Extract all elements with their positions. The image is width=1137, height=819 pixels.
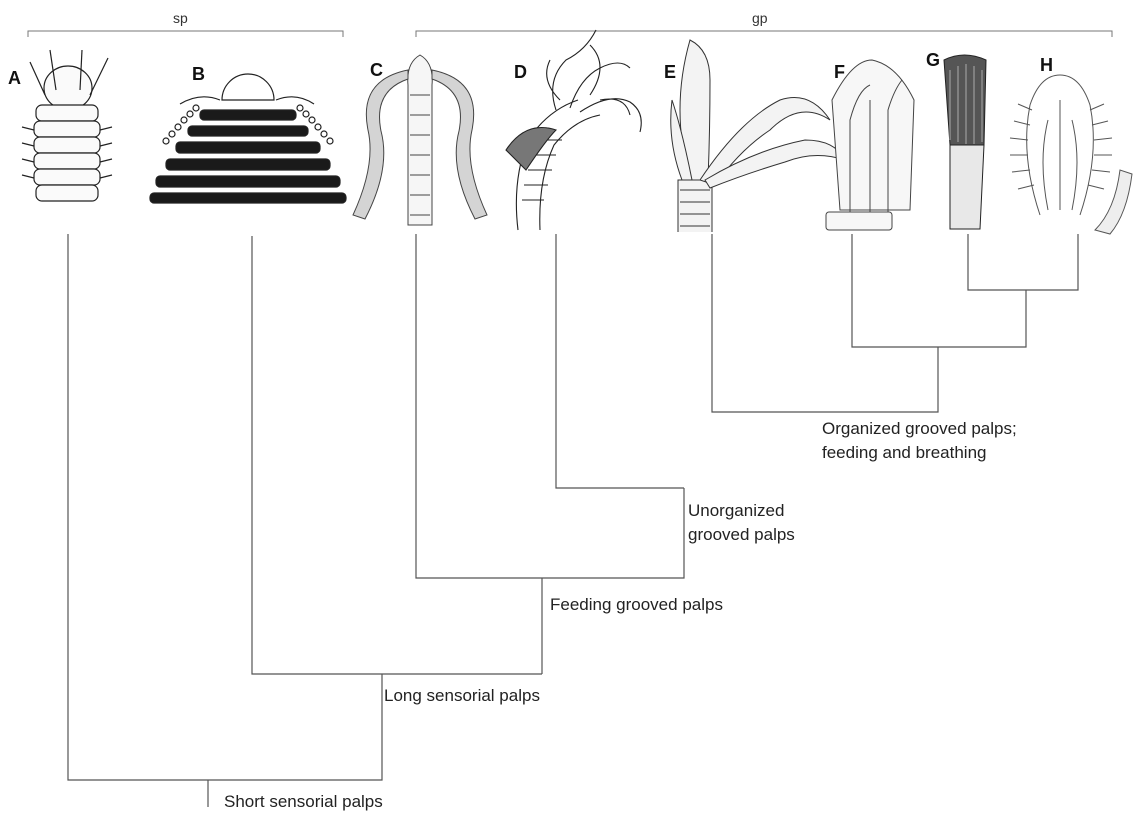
node-label-feeding-grooved-palps: Feeding grooved palps [550, 594, 723, 615]
branch-b [252, 236, 542, 674]
taxon-letter-h: H [1040, 55, 1053, 76]
branch-a-b-clade [68, 234, 382, 780]
taxon-letter-g: G [926, 50, 940, 71]
taxon-b-illustration [150, 74, 346, 203]
taxon-letter-e: E [664, 62, 676, 83]
branch-d [556, 234, 684, 488]
branch-c [416, 234, 684, 578]
bracket-sp [28, 31, 343, 37]
group-label-gp: gp [752, 10, 768, 26]
node-label-organized-line2: feeding and breathing [822, 442, 986, 463]
taxon-letter-d: D [514, 62, 527, 83]
taxon-g-illustration [944, 55, 986, 229]
node-label-short-sensorial-palps: Short sensorial palps [224, 791, 383, 812]
node-label-organized-line1: Organized grooved palps; [822, 418, 1017, 439]
node-label-unorganized-line1: Unorganized [688, 500, 784, 521]
taxon-h-illustration [1010, 75, 1132, 234]
taxon-letter-a: A [8, 68, 21, 89]
node-label-long-sensorial-palps: Long sensorial palps [384, 685, 540, 706]
taxon-e-illustration [671, 40, 845, 232]
branch-g-h [968, 234, 1078, 290]
bracket-gp [416, 31, 1112, 37]
branch-e [712, 234, 938, 412]
node-label-unorganized-line2: grooved palps [688, 524, 795, 545]
taxon-f-illustration [826, 60, 914, 230]
taxon-a-illustration [22, 50, 112, 201]
cladogram-branches [68, 234, 1078, 807]
group-label-sp: sp [173, 10, 188, 26]
taxon-letter-f: F [834, 62, 845, 83]
taxon-d-illustration [506, 30, 641, 230]
taxon-letter-b: B [192, 64, 205, 85]
taxon-letter-c: C [370, 60, 383, 81]
